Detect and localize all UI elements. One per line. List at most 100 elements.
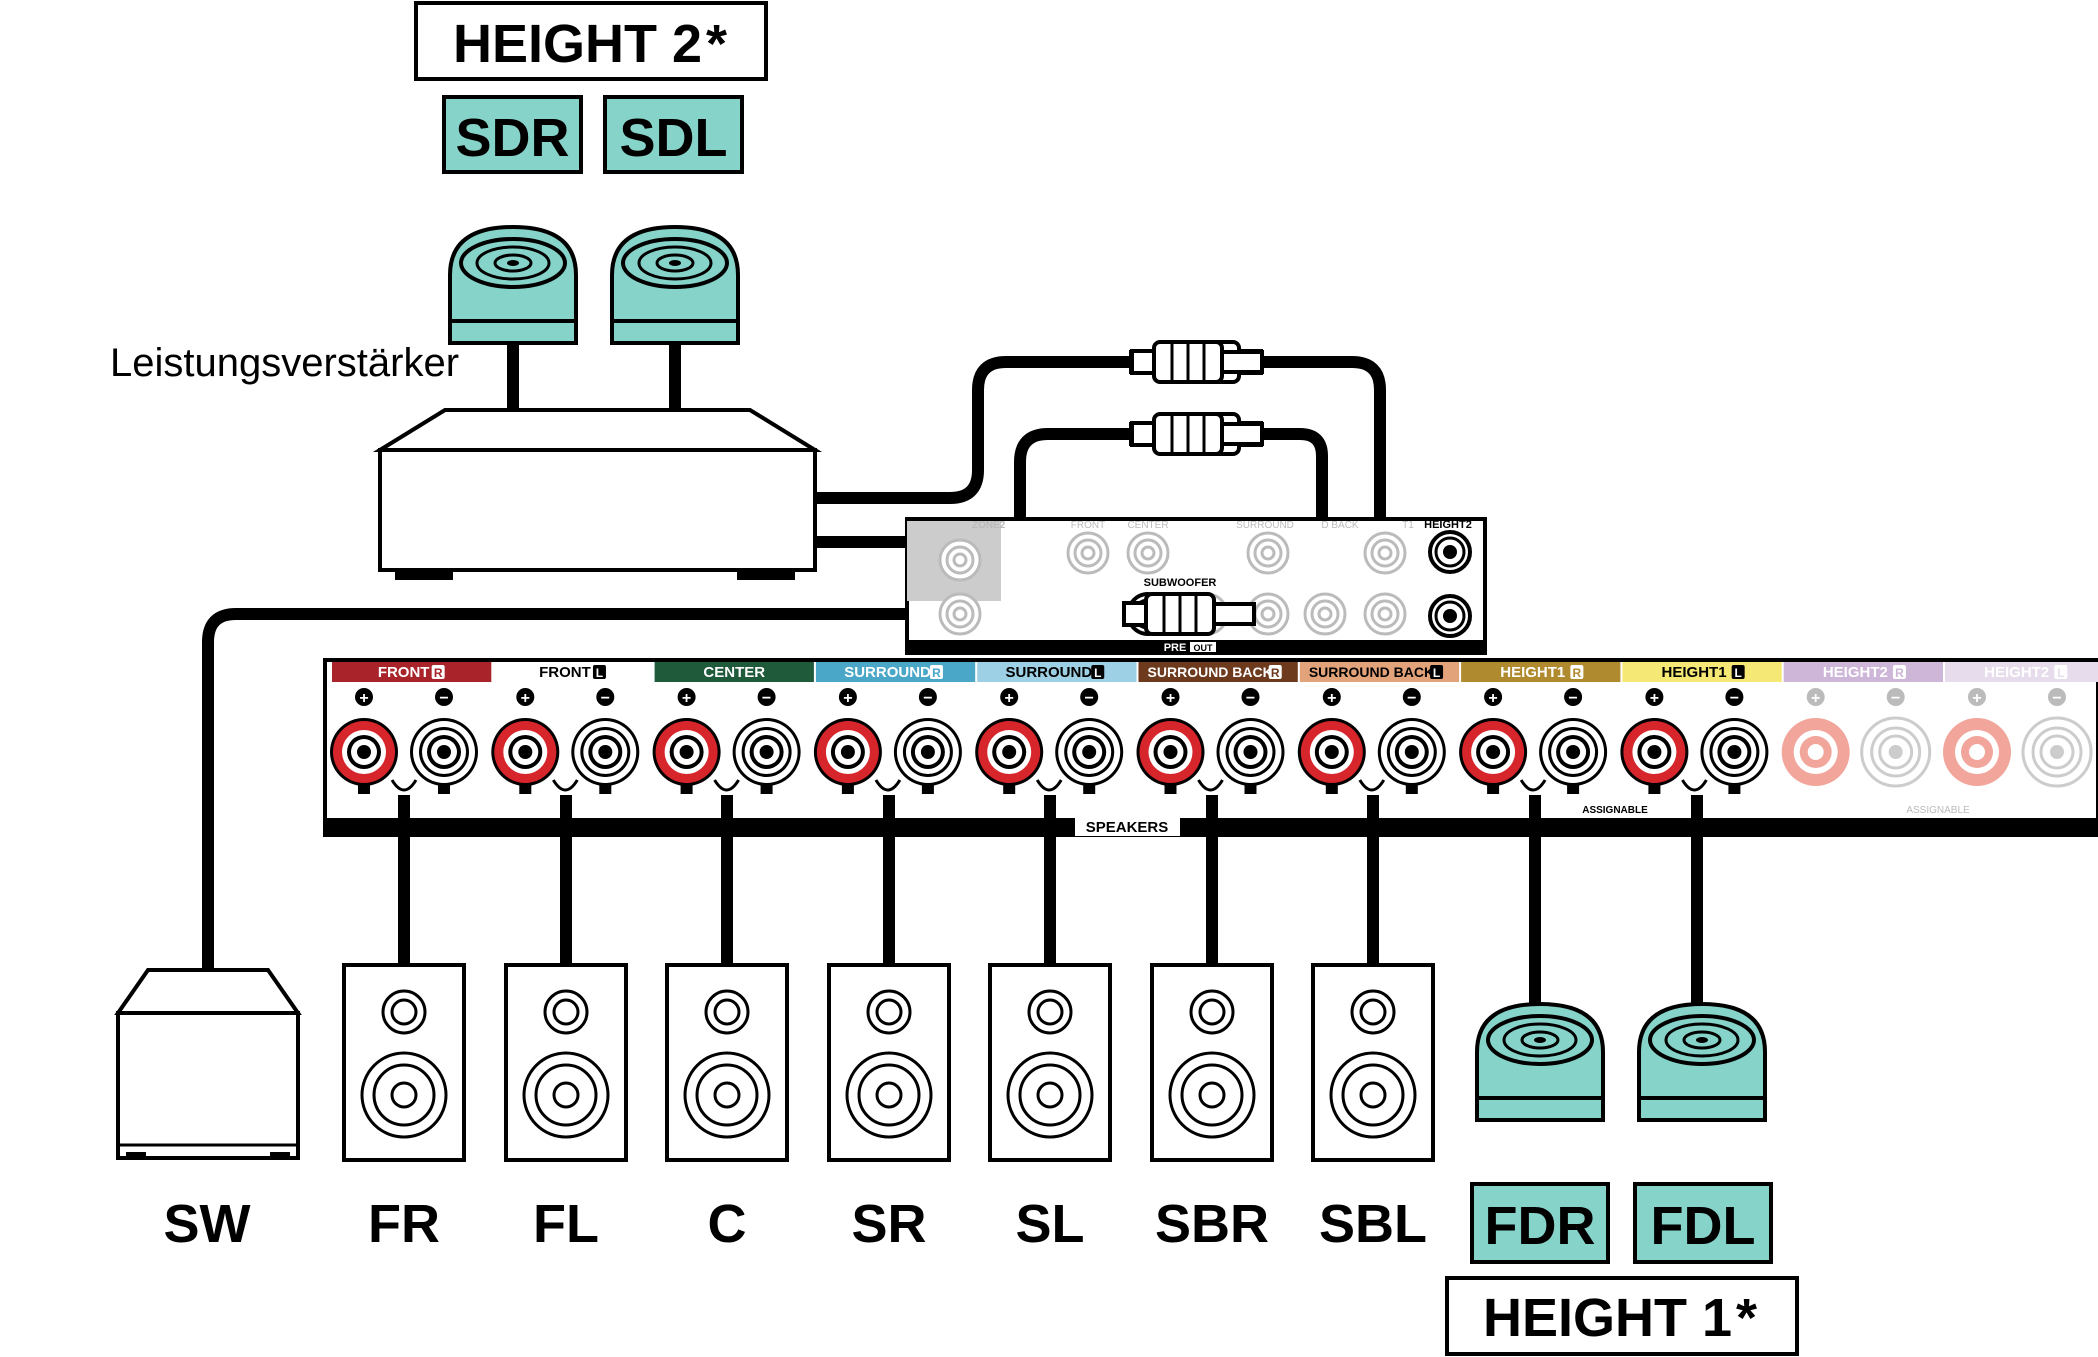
preout-surround: SURROUND: [1236, 520, 1294, 531]
terminal-negative-icon: [2021, 716, 2093, 788]
tag-sdl-box: [603, 95, 744, 174]
channel-header-label: CENTER: [703, 664, 765, 681]
terminal-negative-icon: [1860, 716, 1932, 788]
svg-text:−: −: [1085, 690, 1094, 707]
speaker-fr-icon: [342, 963, 466, 1162]
channel-header-label: FRONT: [539, 664, 591, 681]
terminal-positive-icon: [1136, 718, 1205, 786]
svg-text:−: −: [1730, 690, 1739, 707]
preout-height1: T1: [1402, 520, 1414, 531]
height2-title: HEIGHT 2*: [453, 14, 727, 74]
channel-side-badge: R: [1271, 666, 1280, 680]
terminal-pair-surround-r: +−: [813, 688, 962, 794]
assignable-label-1: ASSIGNABLE: [1582, 805, 1648, 816]
terminal-negative-icon: [1055, 718, 1124, 786]
height2-speakers: [448, 225, 740, 415]
terminal-pair-height1-r: +−: [1459, 688, 1608, 794]
terminal-pair-center-x: +−: [652, 688, 801, 794]
terminal-positive-icon: [975, 718, 1044, 786]
preout-height2: HEIGHT2: [1424, 519, 1472, 531]
label-sr: SR: [851, 1194, 926, 1254]
preout-surround-back: D BACK: [1321, 520, 1359, 531]
channel-header-label: SURROUND: [1006, 664, 1093, 681]
terminal-negative-icon: [1216, 718, 1285, 786]
channel-side-badge: L: [1094, 666, 1101, 680]
svg-text:+: +: [521, 690, 530, 707]
terminal-negative-icon: [893, 718, 962, 786]
preout-front: FRONT: [1071, 520, 1105, 531]
speaker-fdl-icon: [1637, 1002, 1767, 1122]
channel-header-label: SURROUND: [844, 664, 931, 681]
speakers-label: SPEAKERS: [1086, 819, 1169, 836]
terminal-positive-icon: [1459, 718, 1528, 786]
tag-fdl: FDL: [1651, 1196, 1756, 1256]
svg-text:−: −: [601, 690, 610, 707]
terminal-pair-front-l: +−: [491, 688, 640, 794]
label-sbr: SBR: [1155, 1194, 1269, 1254]
svg-text:−: −: [1407, 690, 1416, 707]
terminal-positive-icon: [1943, 718, 2011, 786]
height2-title-box: [414, 1, 768, 81]
svg-text:+: +: [1488, 690, 1497, 707]
terminal-negative-icon: [410, 718, 478, 786]
tag-sdr-box: [442, 95, 583, 174]
speaker-fdr-icon: [1475, 1002, 1605, 1122]
terminal-negative-icon: [732, 718, 801, 786]
speaker-c-icon: [665, 963, 789, 1162]
channel-side-badge: L: [1433, 666, 1440, 680]
rca-plug-lower-b-icon: [1130, 412, 1264, 456]
svg-text:−: −: [1891, 690, 1900, 707]
height2-jack-lower-icon: [1428, 594, 1472, 638]
channel-side-badge: L: [2057, 666, 2064, 680]
preout-pre: PRE: [1164, 642, 1187, 654]
terminal-pair-surround-l: +−: [975, 688, 1124, 794]
amplifier-label: Leistungsverstärker: [110, 341, 459, 385]
speaker-sr-icon: [827, 963, 951, 1162]
channel-header-label: FRONT: [378, 664, 430, 681]
channel-header-bg: [1138, 662, 1298, 682]
rca-plug-upper-b-icon: [1130, 340, 1264, 384]
svg-text:−: −: [439, 690, 448, 707]
speaker-fl-icon: [504, 963, 628, 1162]
preout-out: OUT: [1194, 643, 1214, 653]
terminal-pair-height2-l: +−: [1943, 688, 2093, 788]
channel-side-badge: R: [932, 666, 941, 680]
height1-title: HEIGHT 1*: [1483, 1288, 1757, 1348]
terminal-pair-height1-l: +−: [1620, 688, 1769, 794]
speaker-sdl-icon: [610, 225, 740, 345]
channel-header-label: SURROUND BACK: [1148, 664, 1273, 680]
terminal-pair-height2-r: +−: [1781, 688, 1932, 788]
channel-header-bg: [332, 662, 492, 682]
terminal-positive-icon: [491, 718, 560, 786]
height2-jack-upper-icon: [1428, 530, 1472, 574]
speaker-labels: SW FR FL C SR SL SBR SBL: [164, 1194, 1428, 1254]
terminal-positive-icon: [1620, 718, 1689, 786]
channel-header-label: HEIGHT1: [1662, 664, 1727, 681]
channel-header-label: SURROUND BACK: [1309, 664, 1434, 680]
terminal-positive-icon: [813, 718, 882, 786]
terminal-positive-icon: [1781, 718, 1850, 786]
svg-text:+: +: [1972, 690, 1981, 707]
terminal-negative-icon: [571, 718, 640, 786]
channel-side-badge: R: [1895, 666, 1904, 680]
tag-sdr: SDR: [455, 108, 569, 168]
tag-sdl: SDL: [620, 108, 728, 168]
svg-text:+: +: [682, 690, 691, 707]
svg-text:−: −: [1568, 690, 1577, 707]
svg-text:+: +: [1327, 690, 1336, 707]
label-sw: SW: [164, 1194, 251, 1254]
speaker-sl-icon: [988, 963, 1112, 1162]
terminal-negative-icon: [1700, 718, 1769, 786]
channel-header-bg: [493, 662, 653, 682]
height2-group: HEIGHT 2* SDR SDL: [414, 1, 768, 174]
channel-center-x: CENTER: [654, 662, 814, 682]
svg-text:+: +: [1650, 690, 1659, 707]
